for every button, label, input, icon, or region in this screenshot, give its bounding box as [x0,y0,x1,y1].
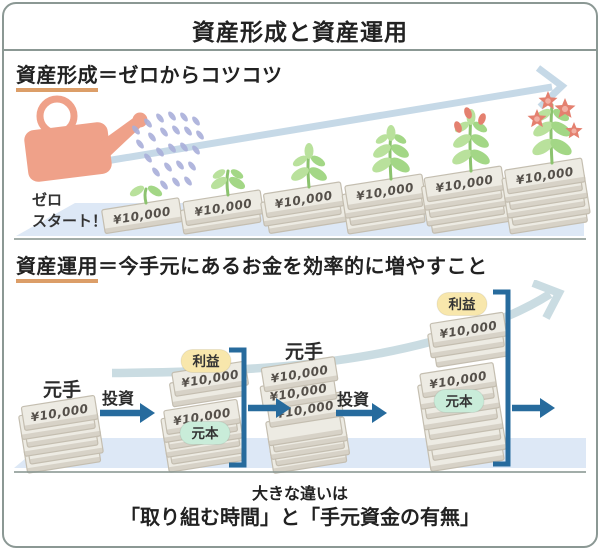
formation-definition: ＝ゼロからコツコツ [98,63,283,87]
money-stack-5: ¥10,000 [421,165,511,234]
plant-stage-2 [211,169,245,197]
formation-term: 資産形成 [16,63,98,92]
page-title: 資産形成と資産運用 [192,20,408,46]
svg-text:利益: 利益 [193,353,220,370]
next-arrow-1 [248,398,291,418]
bracket [493,289,511,467]
profit-substack-1: ¥10,000 [169,360,249,408]
management-illustration: ¥10,000¥10,000¥10,000¥10,000¥10,000¥10,0… [14,280,586,474]
zero-start-line1: ゼロ [32,191,63,209]
principal-stack-2: ¥10,000¥10,000¥10,000 [259,356,351,474]
zero-start-line2: スタート！ [32,212,108,230]
next-arrow-2 [512,398,555,418]
formation-heading: 資産形成＝ゼロからコツコツ [16,59,283,92]
management-heading: 資産運用＝今手元にあるお金を効率的に増やすこと [16,250,488,283]
plant-stage-3 [291,143,327,189]
profit-substack-2: ¥10,000 [427,311,511,368]
money-stack-4: ¥10,000 [341,173,429,235]
svg-text:利益: 利益 [449,296,476,313]
principal-start-label-2: 元手 [284,341,323,363]
invest-arrow-1 [100,403,155,423]
svg-text:元本: 元本 [446,393,473,410]
management-term: 資産運用 [16,254,98,283]
principal-start-label-1: 元手 [42,379,81,401]
plant-stage-1 [129,185,163,205]
principal-badge-2: 元本 [433,389,485,413]
profit-badge-1: 利益 [180,349,232,373]
footer-line2: 「取り組む時間」と「手元資金の有無」 [120,505,480,529]
water-droplets-icon [132,111,204,190]
plant-stage-4 [372,125,410,181]
money-stack-6: ¥10,000 [501,157,591,235]
principal-stack-1: ¥10,000 [18,394,104,474]
plant-stage-6 [527,91,583,165]
bracket [229,347,247,468]
principal-substack-2: ¥10,000 [417,362,507,472]
management-definition: ＝今手元にあるお金を効率的に増やすこと [98,254,488,278]
footer-divider [14,471,586,473]
plant-stage-5 [452,107,490,173]
section-divider [14,238,586,240]
money-stack-3: ¥10,000 [260,181,347,234]
watering-can-icon [24,95,148,182]
zero-start-label: ゼロ スタート！ [32,190,107,232]
invest-arrow-2 [336,403,387,423]
formation-illustration: ¥10,000¥10,000¥10,000¥10,000¥10,000¥10,0… [16,65,591,236]
title-divider [3,49,597,51]
money-stack-2: ¥10,000 [179,189,265,235]
invest-label-2: 投資 [336,390,369,409]
principal-badge-1: 元本 [179,421,231,445]
money-stack-1: ¥10,000 [101,197,183,234]
footer-line1: 大きな違いは [251,484,348,503]
svg-text:元本: 元本 [192,425,219,442]
invest-label-1: 投資 [101,389,134,408]
profit-badge-2: 利益 [436,292,488,316]
